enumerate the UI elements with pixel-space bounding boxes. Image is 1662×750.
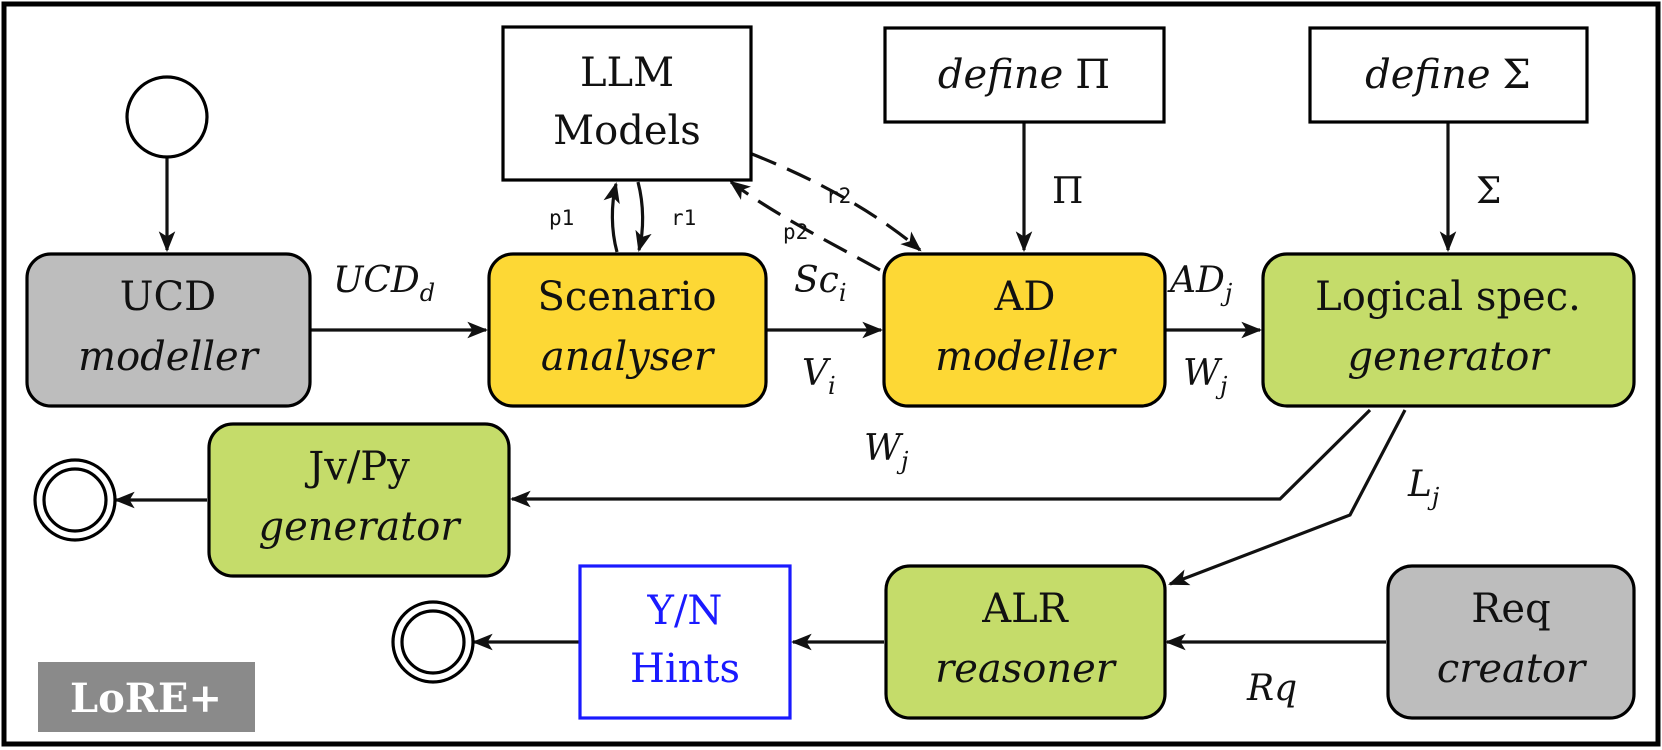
hints-subtitle: Hints [630, 646, 740, 692]
node-alr-subtitle: reasoner [935, 646, 1118, 692]
hints-title: Y/N [647, 588, 723, 634]
edge-p2-ad-to-llm [729, 180, 881, 272]
node-jvpy-title: Jv/Py [304, 444, 410, 490]
label-p2: p2 [783, 220, 808, 244]
label-p1: p1 [549, 206, 574, 230]
node-req-title: Req [1471, 586, 1550, 632]
end-state-lower [391, 600, 475, 684]
label-w-j-right: Wj [1183, 353, 1228, 400]
logo-text: LoRE+ [70, 675, 222, 722]
define-sigma-word: define [1365, 52, 1490, 98]
box-define-pi: define Π [883, 26, 1166, 124]
label-pi: Π [1052, 171, 1083, 212]
llm-title: LLM [580, 50, 674, 96]
label-ad-j: ADj [1167, 260, 1233, 307]
node-jvpy-subtitle: generator [259, 504, 463, 550]
node-ucd-modeller: UCD modeller [25, 252, 312, 408]
node-logical-spec-generator: Logical spec. generator [1261, 252, 1636, 408]
node-ad-title: AD [994, 274, 1056, 320]
node-scenario-title: Scenario [537, 274, 716, 320]
box-yn-hints: Y/N Hints [578, 564, 792, 720]
label-rq: Rq [1246, 668, 1297, 709]
label-v-i: Vi [802, 353, 836, 400]
node-jvpy-generator: Jv/Py generator [207, 422, 511, 578]
node-logical-title: Logical spec. [1315, 274, 1581, 320]
node-ad-modeller: AD modeller [882, 252, 1167, 408]
label-r1: r1 [671, 206, 696, 230]
node-req-subtitle: creator [1437, 646, 1588, 692]
edge-r2-llm-to-ad [751, 152, 922, 252]
end-state-upper [33, 458, 117, 542]
label-w-j-lower: Wj [864, 428, 909, 475]
box-llm-models: LLM Models [501, 25, 753, 182]
edge-labels: UCDd Sci Vi ADj Wj Wj Lj Rq Π Σ p1 r1 p2… [333, 171, 1501, 709]
define-pi-symbol: Π [1075, 52, 1110, 98]
node-alr-title: ALR [981, 586, 1069, 632]
node-logical-subtitle: generator [1348, 334, 1552, 380]
box-define-sigma: define Σ [1308, 26, 1589, 124]
node-scenario-analyser: Scenario analyser [487, 252, 768, 408]
node-ad-subtitle: modeller [935, 334, 1118, 380]
node-req-creator: Req creator [1386, 564, 1636, 720]
define-sigma-symbol: Σ [1503, 52, 1531, 98]
node-ucd-title: UCD [120, 274, 216, 320]
edge-p1-scenario-to-llm [603, 181, 620, 253]
label-l-j: Lj [1407, 464, 1440, 511]
label-sc-i: Sci [794, 260, 847, 307]
edges [113, 123, 1457, 651]
label-r2: r2 [826, 184, 851, 208]
lore-plus-logo: LoRE+ [38, 662, 255, 732]
edge-logical-to-alr [1168, 409, 1407, 586]
node-alr-reasoner: ALR reasoner [884, 564, 1167, 720]
define-pi-word: define [938, 52, 1063, 98]
llm-subtitle: Models [553, 108, 701, 154]
start-state [125, 75, 209, 159]
label-ucd-d: UCDd [333, 260, 435, 307]
edge-r1-llm-to-scenario [635, 181, 652, 253]
label-sigma: Σ [1476, 171, 1501, 212]
node-scenario-subtitle: analyser [541, 334, 716, 380]
edge-logical-to-jvpy [509, 408, 1372, 508]
node-ucd-subtitle: modeller [78, 334, 261, 380]
